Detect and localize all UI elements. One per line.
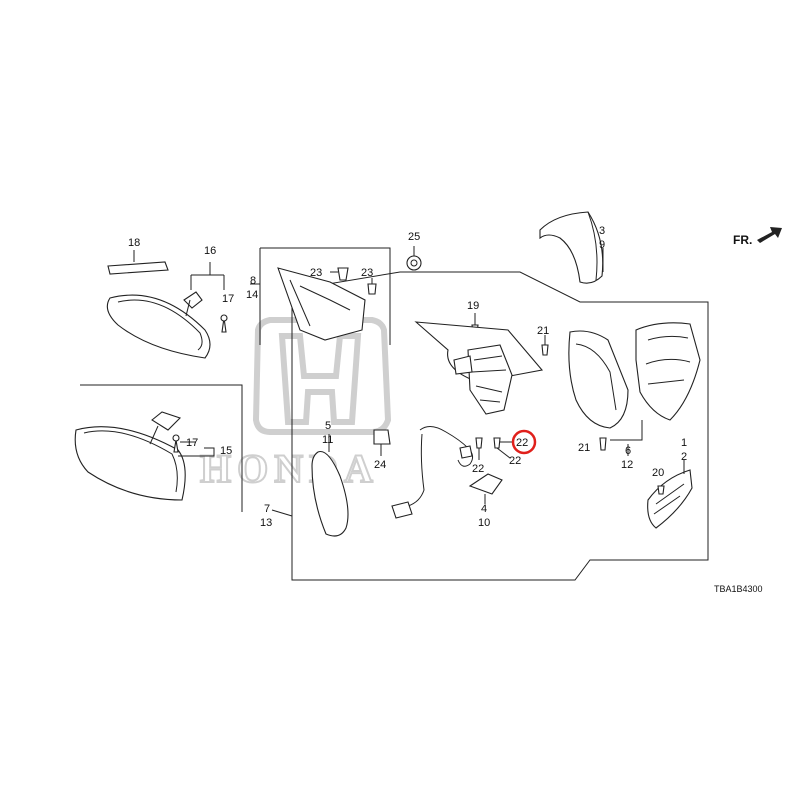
callout-22-left: 22 — [472, 463, 484, 475]
callout-2: 2 — [681, 451, 687, 463]
screw-21b — [599, 437, 607, 451]
rearview-mirror-lower — [74, 411, 186, 501]
callout-21-lower: 21 — [578, 442, 590, 454]
callout-22-highlighted: 22 — [516, 437, 528, 449]
callout-17-upper: 17 — [222, 293, 234, 305]
part-24-clip — [373, 429, 391, 445]
callout-16: 16 — [204, 245, 216, 257]
screw-17-lower — [173, 439, 179, 453]
callout-3: 3 — [599, 225, 605, 237]
callout-8: 8 — [250, 275, 256, 287]
screw-22b — [493, 437, 501, 449]
callout-20: 20 — [652, 467, 664, 479]
callout-22-right: 22 — [509, 455, 521, 467]
callout-4: 4 — [481, 503, 487, 515]
callout-7: 7 — [264, 503, 270, 515]
callout-23-left: 23 — [310, 267, 322, 279]
mirror-actuator-assembly — [414, 321, 544, 415]
callout-5: 5 — [325, 420, 331, 432]
part-6-inner-bracket — [635, 322, 701, 421]
callout-17-lower: 17 — [186, 437, 198, 449]
callout-19: 19 — [467, 300, 479, 312]
front-direction-indicator: FR. — [733, 227, 782, 247]
callout-6: 6 — [625, 445, 631, 457]
callout-23-right: 23 — [361, 267, 373, 279]
screw-20 — [657, 485, 665, 495]
callout-13: 13 — [260, 517, 272, 529]
callout-24: 24 — [374, 459, 386, 471]
callout-1: 1 — [681, 437, 687, 449]
clip-23b — [367, 283, 377, 295]
reference-code: TBA1B4300 — [714, 584, 763, 594]
callout-11: 11 — [322, 434, 333, 446]
callout-9: 9 — [599, 239, 605, 251]
callout-15: 15 — [220, 445, 232, 457]
part-1-turn-signal — [647, 469, 693, 529]
callout-14: 14 — [246, 289, 258, 301]
wire-harness — [391, 426, 474, 519]
part-6-mirror-housing — [568, 330, 629, 429]
part-4-cover — [468, 473, 503, 495]
part-8-mirror-base — [277, 267, 366, 341]
callout-18: 18 — [128, 237, 140, 249]
fr-arrow-icon — [757, 227, 782, 243]
rearview-mirror-upper — [106, 291, 211, 359]
callout-25: 25 — [408, 231, 420, 243]
highlight-circle — [511, 429, 537, 455]
callout-10: 10 — [478, 517, 490, 529]
callout-21-upper: 21 — [537, 325, 549, 337]
screw-22a — [475, 437, 483, 449]
watermark-text: HONDA — [200, 446, 379, 491]
screw-21a — [541, 344, 549, 356]
part-25-grommet — [406, 255, 422, 271]
honda-watermark-logo: HONDA — [199, 317, 392, 492]
screw-17-upper — [221, 317, 227, 333]
callout-12: 12 — [621, 459, 633, 471]
part-5-mirror-glass — [311, 450, 349, 537]
clip-23a — [337, 267, 349, 281]
fr-label: FR. — [733, 233, 752, 247]
part-3-mirror-cap — [539, 211, 604, 284]
part-18-clip — [107, 261, 169, 275]
